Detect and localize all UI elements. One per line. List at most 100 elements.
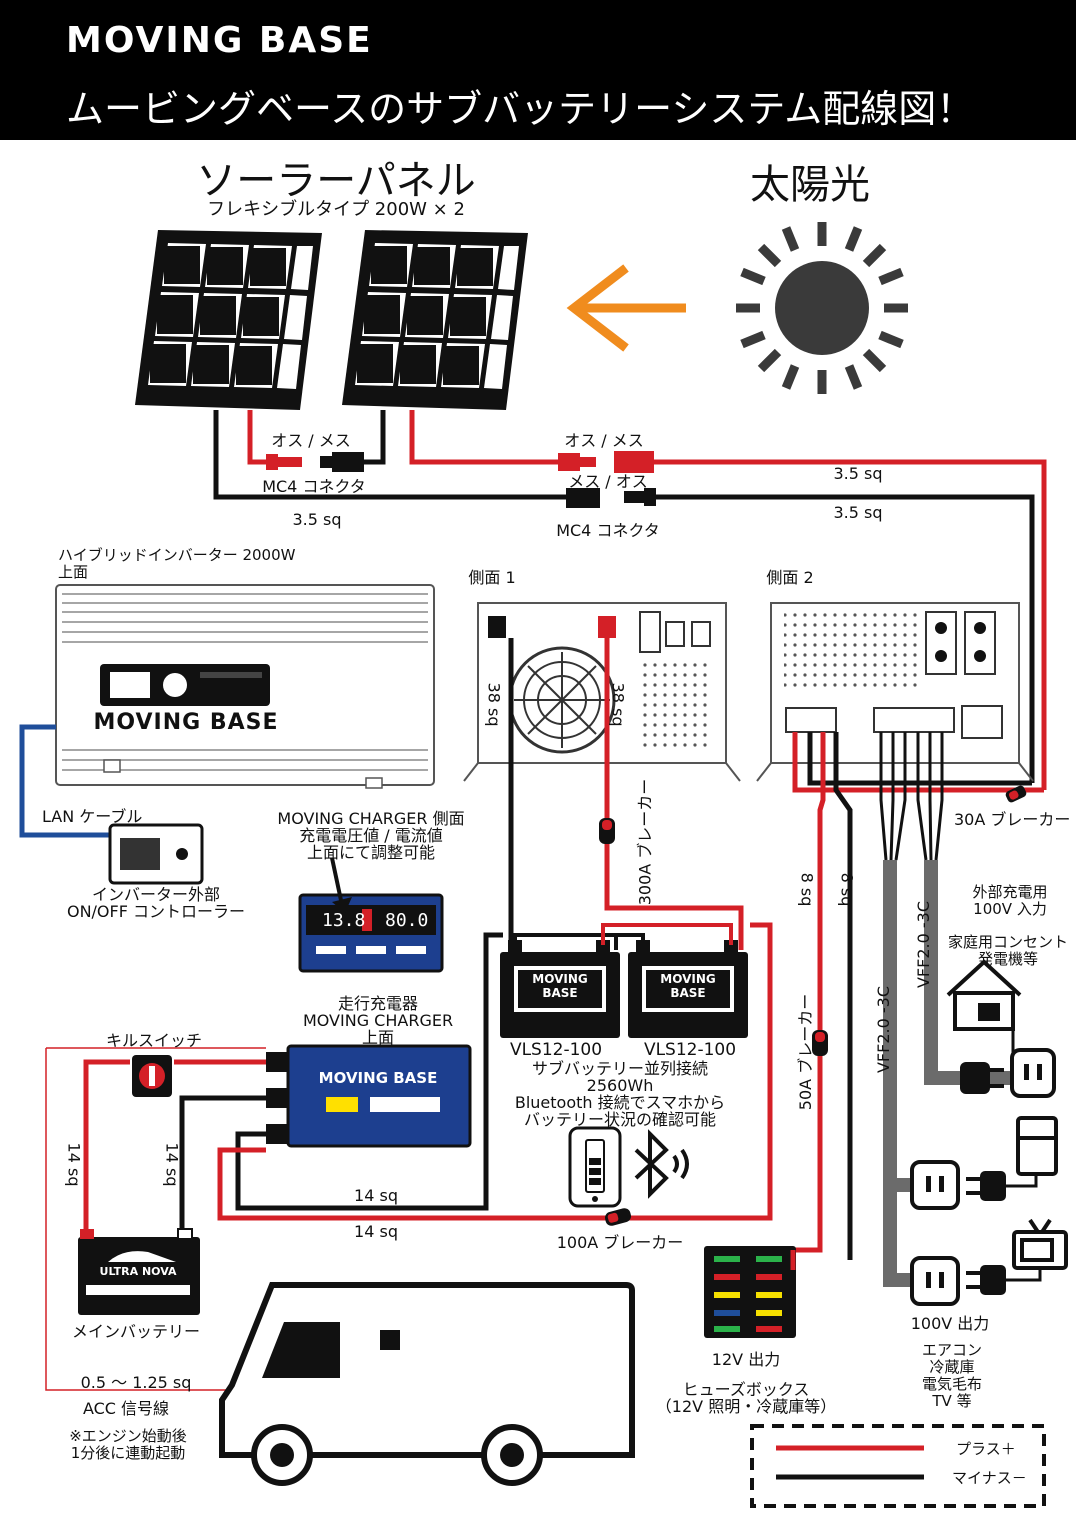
mc4-label: MC4 コネクタ <box>262 477 366 496</box>
wire-gauge-label: 3.5 sq <box>292 510 342 529</box>
ac-cable-label: VFF2.0 -3C <box>914 900 934 989</box>
inverter-brand: MOVING BASE <box>93 710 279 735</box>
sunlight-arrow <box>566 264 686 352</box>
inverter-wiring <box>508 638 1044 1260</box>
legend-plus: プラス＋ <box>956 1440 1016 1458</box>
solar-wiring <box>213 410 1047 790</box>
breaker-300a-label: 300A ブレーカー <box>635 778 655 906</box>
kill-switch <box>132 1055 172 1097</box>
battery-model: VLS12-100 <box>643 1040 737 1060</box>
wire-gauge-label: 38 sq <box>484 682 504 727</box>
external-source-label: 家庭用コンセント発電機等 <box>947 933 1069 968</box>
main-battery-label: メインバッテリー <box>71 1322 201 1341</box>
wire-gauge-label: 3.5 sq <box>833 503 883 522</box>
legend-minus: マイナス－ <box>952 1469 1027 1487</box>
pointer-arrow <box>330 857 344 906</box>
fuse-box-label: ヒューズボックス（12V 照明・冷蔵庫等） <box>655 1380 837 1416</box>
inverter-top-label: 上面 <box>58 563 89 581</box>
outlet-icon <box>910 1256 1006 1306</box>
pointer-arrowhead <box>332 897 352 913</box>
charging-wiring <box>45 922 773 1391</box>
breaker-100a-icon <box>604 1208 632 1226</box>
current-display: 80.0 <box>385 910 429 931</box>
wire-gauge-label: 38 sq <box>608 682 628 727</box>
charger-side-label: MOVING CHARGER 側面充電電圧値 / 電流値上面にて調整可能 <box>277 809 465 862</box>
battery-model: VLS12-100 <box>509 1040 603 1060</box>
camper-van-icon <box>219 1282 635 1486</box>
ac-cable-label: VFF2.0 -3C <box>874 985 894 1074</box>
wire-gauge-label: 14 sq <box>64 1142 84 1187</box>
charger-side-panel <box>298 893 444 973</box>
voltage-display: 13.8 <box>322 910 366 931</box>
outlet-icon <box>960 1048 1056 1098</box>
wire-gauge-label: 14 sq <box>162 1142 182 1187</box>
inverter-side-1 <box>463 602 741 782</box>
ac-cables <box>879 732 944 861</box>
smartphone-icon <box>568 1126 622 1208</box>
wire-gauge-label: 8 sq <box>797 872 817 907</box>
header-bar: MOVING BASE ムービングベースのサブバッテリーシステム配線図！ <box>0 0 1076 140</box>
house-icon <box>946 959 1022 1031</box>
charger-brand: MOVING BASE <box>318 1069 438 1087</box>
connector-label: オス / メス <box>271 431 351 450</box>
lan-cable <box>19 724 110 838</box>
acc-signal-label: ACC 信号線 <box>82 1399 170 1418</box>
breaker-50a-label: 50A ブレーカー <box>796 993 816 1111</box>
side-1-label: 側面 1 <box>468 568 516 587</box>
main-battery-brand: ULTRA NOVA <box>99 1265 177 1278</box>
sun-icon <box>736 222 908 394</box>
connector-label: メス / オス <box>568 472 648 491</box>
lan-cable-label: LAN ケーブル <box>42 807 143 826</box>
breaker-50a-icon <box>812 1030 828 1056</box>
solar-spec: フレキシブルタイプ 200W × 2 <box>207 199 465 220</box>
solar-title: ソーラーパネル <box>196 158 476 204</box>
fuse-box <box>704 1246 796 1338</box>
solar-panel-left <box>135 230 322 410</box>
breaker-300a-icon <box>599 818 615 844</box>
solar-panel-right <box>342 230 528 410</box>
onoff-controller <box>108 823 204 885</box>
bluetooth-icon <box>634 1129 689 1199</box>
charger-top-view <box>266 1044 472 1148</box>
battery-interconnect <box>513 923 733 945</box>
breaker-30a-icon <box>1005 785 1027 803</box>
outlet-icon <box>910 1160 1006 1210</box>
sub-battery-2 <box>628 940 748 1038</box>
mc4-label: MC4 コネクタ <box>556 521 660 540</box>
sun-label: 太陽光 <box>750 162 870 208</box>
wire-gauge-label: 3.5 sq <box>833 464 883 483</box>
kill-switch-label: キルスイッチ <box>105 1031 203 1050</box>
breaker-30a-label: 30A ブレーカー <box>954 810 1071 829</box>
wire-gauge-label: 14 sq <box>354 1222 398 1241</box>
side-2-label: 側面 2 <box>766 568 814 587</box>
refrigerator-icon <box>1016 1116 1058 1176</box>
connector-label: オス / メス <box>564 431 644 450</box>
tv-cable <box>1006 1268 1042 1282</box>
inverter-title: ハイブリッドインバーター 2000W <box>58 546 296 564</box>
legend-box <box>750 1424 1046 1508</box>
sub-battery-1 <box>500 940 620 1038</box>
dc-output-label: 12V 出力 <box>711 1350 781 1369</box>
inverter-top-view <box>55 584 435 786</box>
brand-title: MOVING BASE <box>66 20 373 61</box>
ac-output-label: 100V 出力 <box>910 1314 990 1333</box>
inverter-side-2 <box>756 602 1034 782</box>
acc-wire-label: 0.5 ～ 1.25 sq <box>80 1373 192 1392</box>
wire-gauge-label: 14 sq <box>354 1186 398 1205</box>
mc4-connector-icon <box>266 451 656 508</box>
breaker-100a-label: 100A ブレーカー <box>556 1233 684 1252</box>
fridge-cable <box>1006 1174 1038 1188</box>
main-battery <box>78 1228 200 1315</box>
wire-gauge-label: 8 sq <box>837 872 857 907</box>
tv-icon <box>1012 1218 1068 1270</box>
page-title: ムービングベースのサブバッテリーシステム配線図！ <box>66 87 975 131</box>
